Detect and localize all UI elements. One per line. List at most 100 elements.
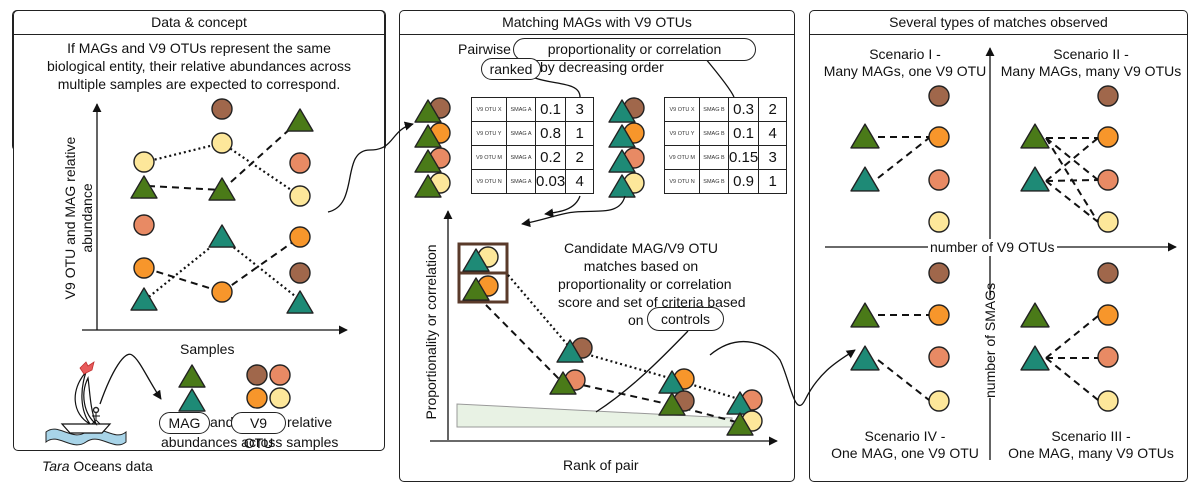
score-cell: 0.2 xyxy=(534,145,567,170)
y-axis-label-scenarios: number of SMAGs xyxy=(982,282,998,398)
s2-otu-yellow xyxy=(1097,211,1119,233)
ranked-suffix: by decreasing order xyxy=(540,59,664,75)
mag-cell: SMAG A xyxy=(506,169,536,194)
otu-yellow xyxy=(289,185,311,207)
score-cell: 0.1 xyxy=(534,97,567,122)
s3-mag-green xyxy=(1020,302,1050,328)
pair-b-0-mag-triangle xyxy=(608,99,636,123)
otu-brown xyxy=(211,98,233,120)
score-cell: 0.03 xyxy=(534,169,567,194)
candidate-on: on xyxy=(628,312,644,328)
otu-cell: V9 OTU M xyxy=(471,145,507,170)
orange-otu-line xyxy=(221,236,301,293)
legend-and: and xyxy=(210,414,234,430)
mag-cell: SMAG A xyxy=(506,121,536,146)
x-axis-label-scenarios: number of V9 OTUs xyxy=(928,239,1057,256)
y-axis-label-matching: Proportionality or correlation xyxy=(423,244,439,420)
s4-link xyxy=(877,359,930,401)
s3-otu-brown xyxy=(1097,262,1119,284)
top-pair-mag-triangle xyxy=(462,248,490,272)
s1-otu-orange xyxy=(928,126,950,148)
rank-pair-mag-triangle xyxy=(549,371,577,395)
green-mag-line xyxy=(147,185,223,191)
intro-line-3: multiple samples are expected to corresp… xyxy=(57,76,341,92)
score-cell: 0.15 xyxy=(727,145,760,170)
otu-orange xyxy=(133,257,155,279)
panel-title: Several types of matches observed xyxy=(810,11,1187,35)
s1-mag-green xyxy=(850,123,880,149)
controls-pill: controls xyxy=(647,307,724,331)
scenario-2-title-line-1: Scenario II - xyxy=(1053,46,1129,62)
teal-trend-line xyxy=(571,348,681,383)
s3-otu-salmon xyxy=(1097,346,1119,368)
otu-salmon xyxy=(289,152,311,174)
rank-cell: 3 xyxy=(565,97,595,122)
table-to-plot-arrow xyxy=(521,195,626,228)
s4-otu-salmon xyxy=(928,346,950,368)
lightning-icon xyxy=(79,361,95,375)
teal-trend-line xyxy=(507,274,573,351)
tara-rest: Oceans data xyxy=(69,458,153,474)
tara-italic: Tara xyxy=(42,458,70,474)
tara-to-legend-arrow xyxy=(99,353,162,405)
teal-mag-line xyxy=(221,237,301,301)
mag-cell: SMAG B xyxy=(699,121,729,146)
legend-line-2: abundances across samples xyxy=(161,434,339,450)
otu-salmon xyxy=(133,214,155,236)
mag-cell: SMAG B xyxy=(699,169,729,194)
mag-teal xyxy=(286,290,314,314)
score-cell: 0.3 xyxy=(727,97,760,122)
tara-oceans-label: Tara Oceans data xyxy=(42,458,153,475)
rank-cell: 4 xyxy=(758,121,788,146)
panel1-to-panel2-arrow xyxy=(327,121,414,213)
otu-cell: V9 OTU N xyxy=(664,169,700,194)
otu-orange xyxy=(289,226,311,248)
otu-pill: V9 OTU xyxy=(231,412,286,451)
mag-cell: SMAG A xyxy=(506,97,536,122)
otu-cell: V9 OTU Y xyxy=(471,121,507,146)
otu-cell: V9 OTU N xyxy=(471,169,507,194)
s1-otu-yellow xyxy=(928,211,950,233)
panel-title: Data & concept xyxy=(14,11,384,35)
wave-icon xyxy=(45,428,127,446)
otu-cell: V9 OTU X xyxy=(471,97,507,122)
candidate-line-1: Candidate MAG/V9 OTU xyxy=(563,240,719,256)
yellow-otu-line xyxy=(144,141,223,164)
mag-cell: SMAG B xyxy=(699,145,729,170)
s2-link xyxy=(1045,180,1099,223)
s3-mag-teal xyxy=(1020,345,1050,371)
score-cell: 0.8 xyxy=(534,121,567,146)
mag-teal xyxy=(130,287,158,311)
intro-line-1: If MAGs and V9 OTUs represent the same xyxy=(67,40,331,56)
table-a-to-plot-arrow xyxy=(544,195,581,218)
legend-otu-brown-icon xyxy=(246,364,268,386)
s2-mag-green xyxy=(1020,123,1050,149)
pair-b-1-mag-triangle xyxy=(608,124,636,148)
score-cell: 0.9 xyxy=(727,169,760,194)
scenario-4-title-line-2: One MAG, one V9 OTU xyxy=(831,445,979,461)
scenario-1-title-line-2: Many MAGs, one V9 OTU xyxy=(823,63,987,79)
metric-pill: proportionality or correlation xyxy=(513,38,756,61)
score-cell: 0.1 xyxy=(727,121,760,146)
pair-b-3-mag-triangle xyxy=(608,174,636,198)
intro-line-2: biological entity, their relative abunda… xyxy=(46,58,352,74)
rank-pair-mag-triangle xyxy=(658,392,686,416)
legend-mag-teal-icon xyxy=(178,388,206,412)
panel-title: Matching MAGs with V9 OTUs xyxy=(400,11,794,35)
pair-b-2-mag-triangle xyxy=(608,149,636,173)
otu-orange xyxy=(211,281,233,303)
rank-cell: 4 xyxy=(565,169,595,194)
metric-connector xyxy=(704,57,735,98)
orange-otu-line xyxy=(144,267,223,293)
legend-relative: relative xyxy=(287,414,333,430)
x-axis-label: Samples xyxy=(180,341,235,357)
ranked-connector xyxy=(534,77,581,98)
s3-otu-orange xyxy=(1097,304,1119,326)
